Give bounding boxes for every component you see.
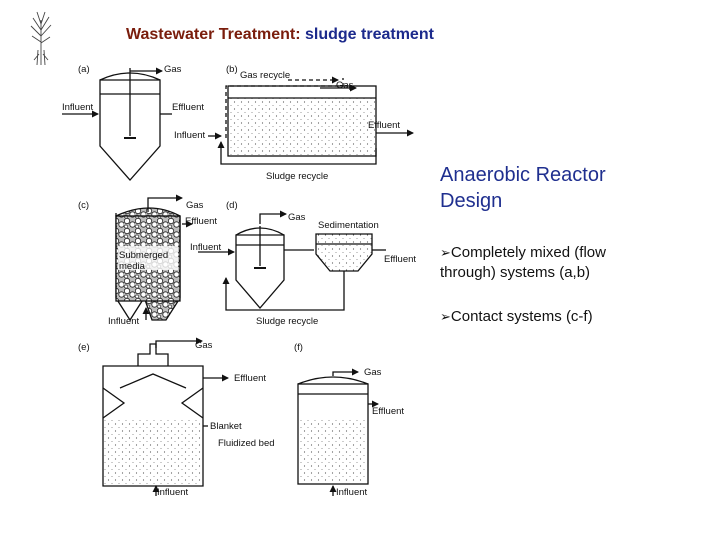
label-a-effluent: Effluent	[172, 102, 204, 113]
label-f-effluent: Effluent	[372, 406, 404, 417]
label-a-influent2: Influent	[174, 130, 206, 141]
label-d-sludge-recycle: Sludge recycle	[256, 316, 318, 327]
label-d-effluent: Effluent	[384, 254, 416, 265]
label-e-effluent: Effluent	[234, 373, 266, 384]
title-main: Wastewater Treatment:	[126, 26, 306, 43]
label-a: (a)	[78, 64, 90, 75]
label-c-media2: media	[119, 261, 146, 272]
label-e-blanket: Blanket	[210, 421, 242, 432]
label-e-fluidized: Fluidized bed	[218, 438, 275, 449]
label-a-gas: Gas	[164, 64, 182, 75]
label-b: (b)	[226, 64, 238, 75]
label-f: (f)	[294, 342, 303, 353]
heading-line-1: Anaerobic Reactor	[440, 164, 606, 186]
plant-sketch-icon	[30, 11, 52, 66]
bullet-1-line-1: Completely mixed (flow	[450, 244, 606, 261]
label-b-gas-recycle: Gas recycle	[240, 70, 290, 81]
arrow-bullet-icon: ➢	[440, 246, 451, 261]
label-d-influent: Influent	[190, 242, 222, 253]
label-d: (d)	[226, 200, 238, 211]
label-d-gas: Gas	[288, 212, 306, 223]
label-f-gas: Gas	[364, 367, 382, 378]
slide-title: Wastewater Treatment: sludge treatment	[126, 26, 434, 44]
label-e-gas: Gas	[195, 340, 213, 351]
label-c-effluent: Effluent	[185, 216, 217, 227]
section-heading: Anaerobic Reactor Design	[440, 162, 606, 214]
heading-line-2: Design	[440, 190, 503, 212]
label-f-influent: Influent	[336, 487, 368, 498]
label-c-media1: Submerged	[119, 250, 168, 261]
bullet-1-line-2: through) systems (a,b)	[440, 264, 591, 281]
label-b-sludge-recycle: Sludge recycle	[266, 171, 328, 182]
label-c-gas: Gas	[186, 200, 204, 211]
bullet-2-line-1: Contact systems (c-f)	[450, 308, 593, 325]
label-a-influent: Influent	[62, 102, 94, 113]
bullet-completely-mixed: ➢Completely mixed (flow through) systems…	[440, 243, 606, 282]
arrow-bullet-icon: ➢	[440, 310, 451, 325]
reactor-diagram: (a) Gas Influent Effluent Influent (b) G…	[62, 64, 416, 498]
label-c-influent: Influent	[108, 316, 140, 327]
label-b-effluent: Effluent	[368, 120, 400, 131]
label-b-gas: Gas	[336, 80, 354, 91]
label-e-influent: Influent	[157, 487, 189, 498]
label-c: (c)	[78, 200, 89, 211]
title-sub: sludge treatment	[305, 26, 434, 43]
label-d-sedimentation: Sedimentation	[318, 220, 379, 231]
label-e: (e)	[78, 342, 90, 353]
bullet-contact-systems: ➢Contact systems (c-f)	[440, 307, 593, 327]
